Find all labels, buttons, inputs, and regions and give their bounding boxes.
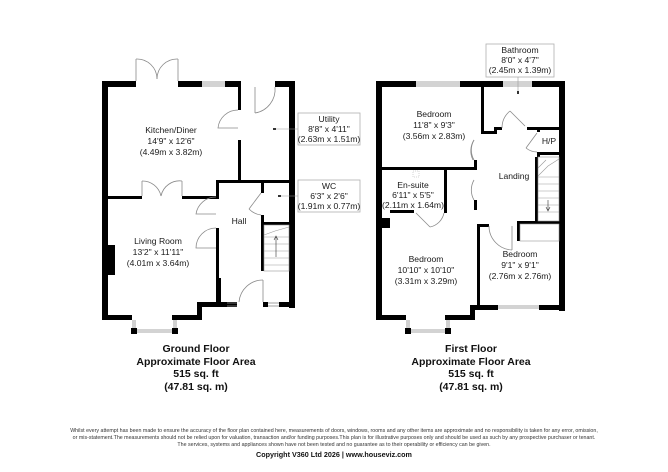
room-name-bedroom-2: Bedroom — [409, 254, 444, 264]
first-floor-area-sqm: (47.81 sq. m) — [439, 380, 503, 393]
first-floor-doors — [415, 110, 538, 251]
footer-disclaimer: Whilst every attempt has been made to en… — [0, 428, 668, 458]
room-imperial-bedroom-1: 11'8" x 9'3" — [413, 120, 455, 130]
ground-floor-area-label: Approximate Floor Area — [136, 355, 256, 368]
room-imperial-wc: 6'3" x 2'6" — [310, 191, 348, 201]
ground-floor-plan: Kitchen/Diner 14'9" x 12'6" (4.49m x 3.8… — [102, 58, 361, 334]
room-metric-bedroom-3: (2.76m x 2.76m) — [489, 271, 552, 281]
ground-floor-windows — [132, 81, 279, 333]
first-floor-title: First Floor — [445, 343, 497, 355]
room-name-landing: Landing — [499, 171, 530, 181]
room-name-kitchen-diner: Kitchen/Diner — [145, 125, 197, 135]
disclaimer-line-1: Whilst every attempt has been made to en… — [70, 428, 598, 434]
first-floor-plan: Bedroom 11'8" x 9'3" (3.56m x 2.83m) Bat… — [376, 43, 565, 334]
extractor-fan-icon — [412, 170, 420, 178]
first-floor-area-sqft: 515 sq. ft — [448, 368, 494, 380]
first-floor-stairs — [519, 156, 560, 242]
room-metric-bathroom: (2.45m x 1.39m) — [489, 65, 552, 75]
room-name-living-room: Living Room — [134, 236, 182, 246]
room-metric-kitchen-diner: (4.49m x 3.82m) — [140, 147, 203, 157]
room-metric-bedroom-2: (3.31m x 3.29m) — [395, 276, 458, 286]
room-name-utility: Utility — [318, 114, 340, 124]
ground-floor-area-sqft: 515 sq. ft — [173, 368, 219, 380]
room-name-hall: Hall — [232, 216, 247, 226]
ground-floor-area-sqm: (47.81 sq. m) — [164, 380, 228, 393]
ground-floor-callouts — [273, 112, 361, 213]
room-metric-bedroom-1: (3.56m x 2.83m) — [403, 131, 466, 141]
ground-floor-caption: Ground Floor Approximate Floor Area 515 … — [96, 343, 296, 393]
disclaimer-line-2: or mis-statement.The measurements should… — [72, 435, 596, 442]
ground-floor-stairs — [263, 224, 290, 272]
copyright-text: Copyright V360 Ltd 2026 | www.houseviz.c… — [256, 449, 412, 459]
room-imperial-kitchen-diner: 14'9" x 12'6" — [147, 136, 194, 146]
room-metric-wc: (1.91m x 0.77m) — [298, 201, 361, 211]
room-name-bathroom: Bathroom — [501, 45, 538, 55]
room-name-wc: WC — [322, 181, 336, 191]
ground-floor-internal-walls — [108, 87, 295, 278]
room-imperial-bedroom-3: 9'1" x 9'1" — [501, 260, 539, 270]
first-floor-caption: First Floor Approximate Floor Area 515 s… — [371, 343, 571, 393]
room-imperial-en-suite: 6'11" x 5'5" — [392, 190, 434, 200]
ground-floor-labels: Kitchen/Diner 14'9" x 12'6" (4.49m x 3.8… — [127, 114, 361, 268]
first-floor-callouts — [485, 43, 555, 94]
room-imperial-bedroom-2: 10'10" x 10'10" — [398, 265, 455, 275]
room-metric-utility: (2.63m x 1.51m) — [298, 134, 361, 144]
room-name-bedroom-1: Bedroom — [417, 109, 452, 119]
room-metric-en-suite: (2.11m x 1.64m) — [382, 200, 444, 210]
room-imperial-bathroom: 8'0" x 4'7" — [501, 55, 539, 65]
first-floor-area-label: Approximate Floor Area — [411, 355, 531, 368]
room-name-en-suite: En-suite — [397, 180, 429, 190]
room-imperial-living-room: 13'2" x 11'11" — [133, 247, 184, 257]
room-name-hp: H/P — [542, 136, 557, 146]
first-floor-windows — [406, 81, 539, 333]
first-floor-internal-walls — [382, 87, 559, 305]
ground-floor-walls — [102, 81, 295, 334]
ground-floor-title: Ground Floor — [162, 343, 230, 355]
disclaimer-line-3: The services, systems and appliances sho… — [177, 442, 491, 449]
room-name-bedroom-3: Bedroom — [503, 249, 538, 259]
ground-floor-doors — [135, 58, 276, 303]
room-metric-living-room: (4.01m x 3.64m) — [127, 258, 190, 268]
first-floor-walls — [376, 81, 565, 334]
room-imperial-utility: 8'8" x 4'11" — [308, 124, 350, 134]
first-floor-labels: Bedroom 11'8" x 9'3" (3.56m x 2.83m) Bat… — [382, 45, 556, 286]
